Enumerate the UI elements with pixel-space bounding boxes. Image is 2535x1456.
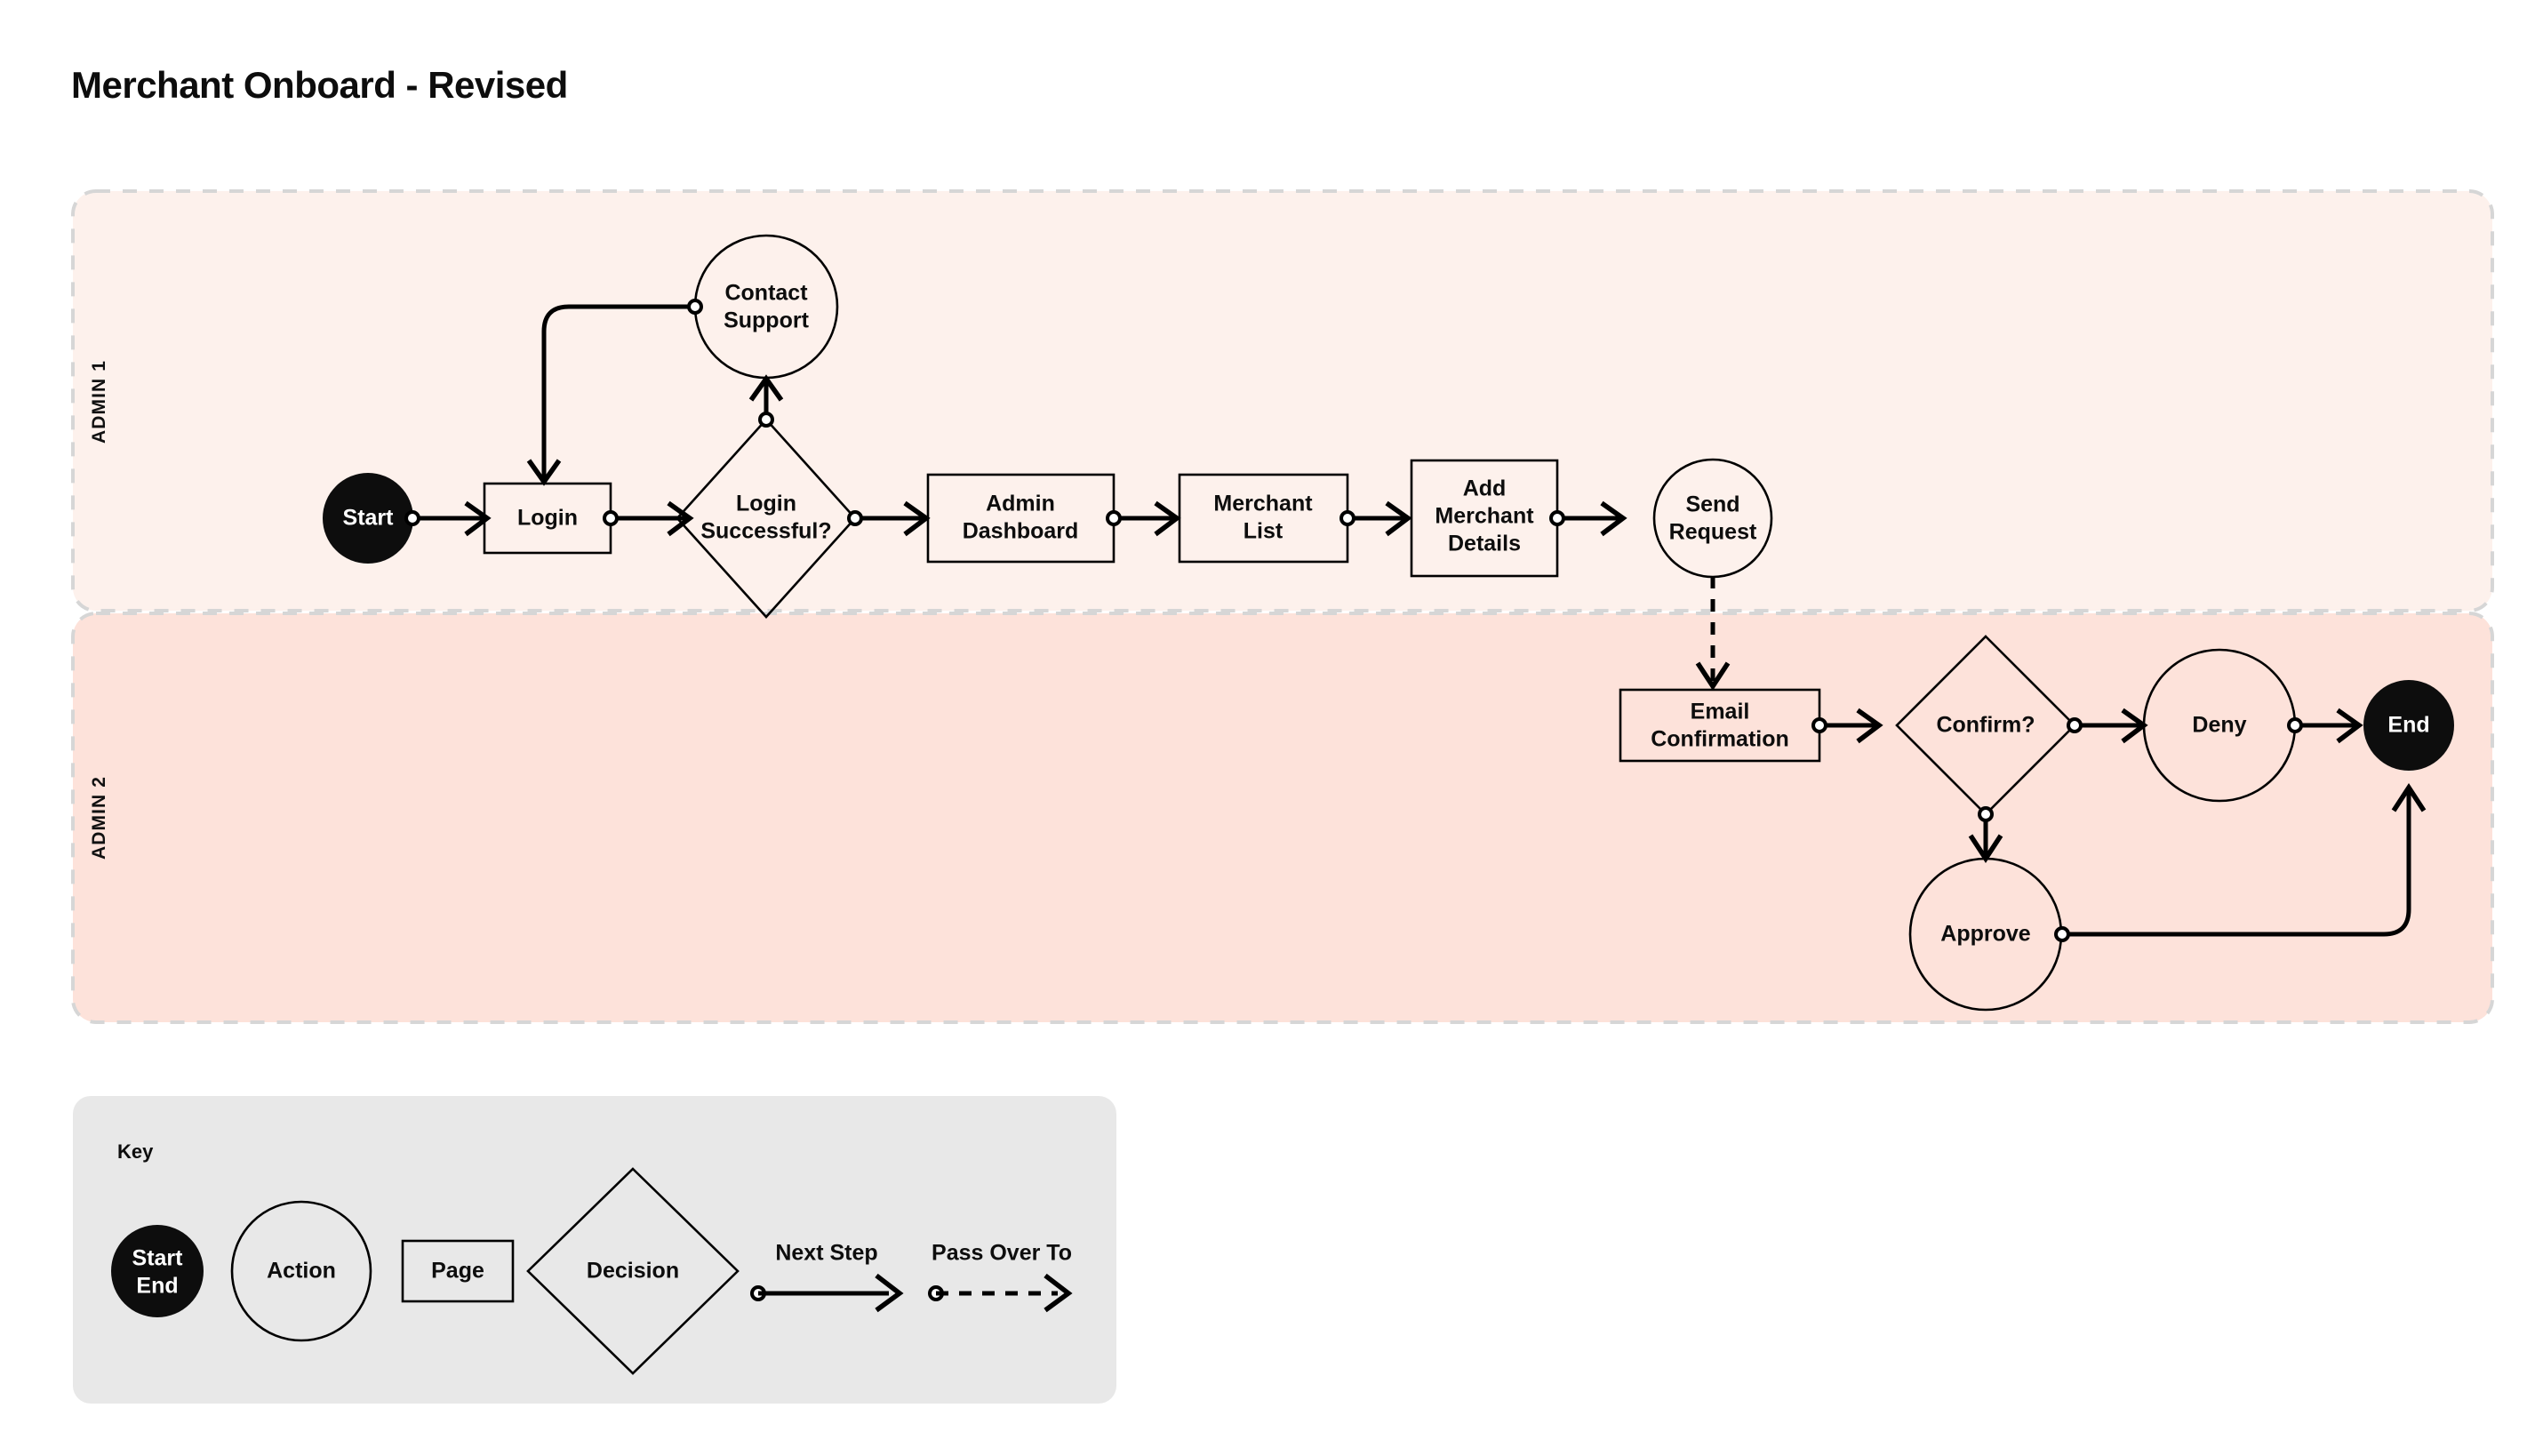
key-item-next-step: Next Step <box>750 1241 904 1313</box>
node-merchant-list[interactable]: Merchant List <box>1178 473 1355 564</box>
connector-dot-add-merchant-details-right <box>1549 510 1565 526</box>
connector-dot-approve-right <box>2054 926 2070 942</box>
swimlane-admin-2: ADMIN 2 <box>71 612 2494 1024</box>
edge-send-request-to-email-confirmation <box>1695 576 1731 692</box>
connector-dot-deny-right <box>2287 717 2303 733</box>
node-start-label: Start <box>343 506 395 531</box>
node-send-request[interactable]: Send Request <box>1652 458 1773 579</box>
node-send-request-shape[interactable] <box>1652 458 1773 579</box>
node-add-merchant-details-label-line3: Details <box>1448 532 1521 556</box>
connector-dot-login-right <box>603 510 619 526</box>
edge-deny-to-end <box>2295 708 2363 744</box>
key-next-step-label: Next Step <box>775 1241 877 1266</box>
node-start-shape[interactable] <box>323 473 413 564</box>
node-admin-dashboard-label-line2: Dashboard <box>963 519 1079 544</box>
key-start-end-icon <box>111 1225 204 1317</box>
node-start[interactable]: Start <box>323 473 420 564</box>
node-end-label: End <box>2387 713 2429 738</box>
node-add-merchant-details[interactable]: Add Merchant Details <box>1410 459 1565 578</box>
key-next-step-icon <box>750 1273 904 1313</box>
key-legend: Key Start End Action Page Decision Next … <box>73 1096 1116 1404</box>
edge-contact-support-to-login <box>526 304 695 486</box>
swimlane-admin-1-background <box>71 189 2494 612</box>
key-pass-over-to-icon <box>928 1273 1073 1313</box>
node-deny-label: Deny <box>2192 713 2246 738</box>
node-email-confirmation-label-line1: Email <box>1691 700 1750 724</box>
node-confirm-label: Confirm? <box>1936 713 2035 738</box>
node-approve[interactable]: Approve <box>1908 857 2070 1012</box>
edge-start-to-login <box>412 500 492 537</box>
node-merchant-list-label-line2: List <box>1244 519 1283 544</box>
key-pass-over-to-label: Pass Over To <box>932 1241 1072 1266</box>
key-background <box>73 1096 1116 1404</box>
node-contact-support-label-line1: Contact <box>724 281 808 306</box>
key-item-page: Page <box>401 1239 515 1303</box>
node-deny[interactable]: Deny <box>2142 648 2303 803</box>
node-login-successful-label-line1: Login <box>736 492 796 516</box>
connector-dot-confirm-right <box>2067 717 2083 733</box>
node-merchant-list-label-line1: Merchant <box>1213 492 1313 516</box>
connector-dot-login-successful-right <box>847 510 863 526</box>
page-title: Merchant Onboard - Revised <box>71 64 568 106</box>
key-page-icon <box>401 1239 515 1303</box>
key-decision-icon <box>526 1167 740 1375</box>
edge-merchant-list-to-add-merchant-details <box>1347 500 1412 537</box>
swimlane-admin-2-background <box>71 612 2494 1024</box>
edge-admin-dashboard-to-merchant-list <box>1114 500 1181 537</box>
connector-dot-email-confirmation-right <box>1811 717 1827 733</box>
key-start-end-label-line2: End <box>136 1274 178 1299</box>
connector-dot-confirm-bottom <box>1978 806 1994 822</box>
edge-email-confirmation-to-confirm <box>1819 708 1883 744</box>
connector-dot-start-right <box>404 510 420 526</box>
node-send-request-label-line2: Request <box>1669 520 1757 545</box>
node-end[interactable]: End <box>2363 680 2454 771</box>
node-send-request-label-line1: Send <box>1685 492 1739 517</box>
swimlane-admin-1: ADMIN 1 <box>71 189 2494 612</box>
edge-add-merchant-details-to-send-request <box>1557 500 1627 537</box>
swimlane-admin-1-label: ADMIN 1 <box>89 360 109 444</box>
key-start-end-label-line1: Start <box>132 1246 184 1271</box>
node-login[interactable]: Login <box>483 482 619 555</box>
key-action-label: Action <box>267 1259 336 1284</box>
node-end-shape[interactable] <box>2363 680 2454 771</box>
key-decision-label: Decision <box>587 1259 679 1284</box>
node-contact-support[interactable]: Contact Support <box>687 234 839 380</box>
edge-login-successful-to-admin-dashboard <box>855 500 931 537</box>
key-page-label: Page <box>431 1259 484 1284</box>
key-item-pass-over-to: Pass Over To <box>928 1241 1073 1313</box>
connector-dot-merchant-list-right <box>1339 510 1355 526</box>
key-item-action: Action <box>230 1200 372 1342</box>
connector-dot-login-successful-top <box>758 412 774 428</box>
node-confirm[interactable]: Confirm? <box>1895 635 2083 822</box>
node-add-merchant-details-label-line2: Merchant <box>1435 504 1534 529</box>
key-title: Key <box>117 1140 154 1163</box>
edge-login-to-login-successful <box>611 500 694 537</box>
node-login-successful[interactable]: Login Successful? <box>676 412 863 619</box>
node-add-merchant-details-label-line1: Add <box>1463 476 1507 501</box>
key-item-start-end: Start End <box>111 1225 204 1317</box>
node-login-label: Login <box>517 506 578 531</box>
node-admin-dashboard[interactable]: Admin Dashboard <box>926 473 1122 564</box>
key-item-decision: Decision <box>526 1167 740 1375</box>
edge-approve-to-end <box>2062 782 2427 937</box>
node-email-confirmation[interactable]: Email Confirmation <box>1619 688 1827 763</box>
node-approve-label: Approve <box>1940 922 2031 947</box>
connector-dot-contact-support-left <box>687 299 703 315</box>
node-login-successful-label-line2: Successful? <box>700 519 831 544</box>
key-action-icon <box>230 1200 372 1342</box>
node-email-confirmation-label-line2: Confirmation <box>1651 727 1789 752</box>
swimlane-admin-2-label: ADMIN 2 <box>89 776 109 860</box>
node-login-successful-shape[interactable] <box>676 418 857 619</box>
connector-dot-admin-dashboard-right <box>1106 510 1122 526</box>
node-admin-dashboard-label-line1: Admin <box>986 492 1055 516</box>
node-contact-support-label-line2: Support <box>724 308 809 333</box>
